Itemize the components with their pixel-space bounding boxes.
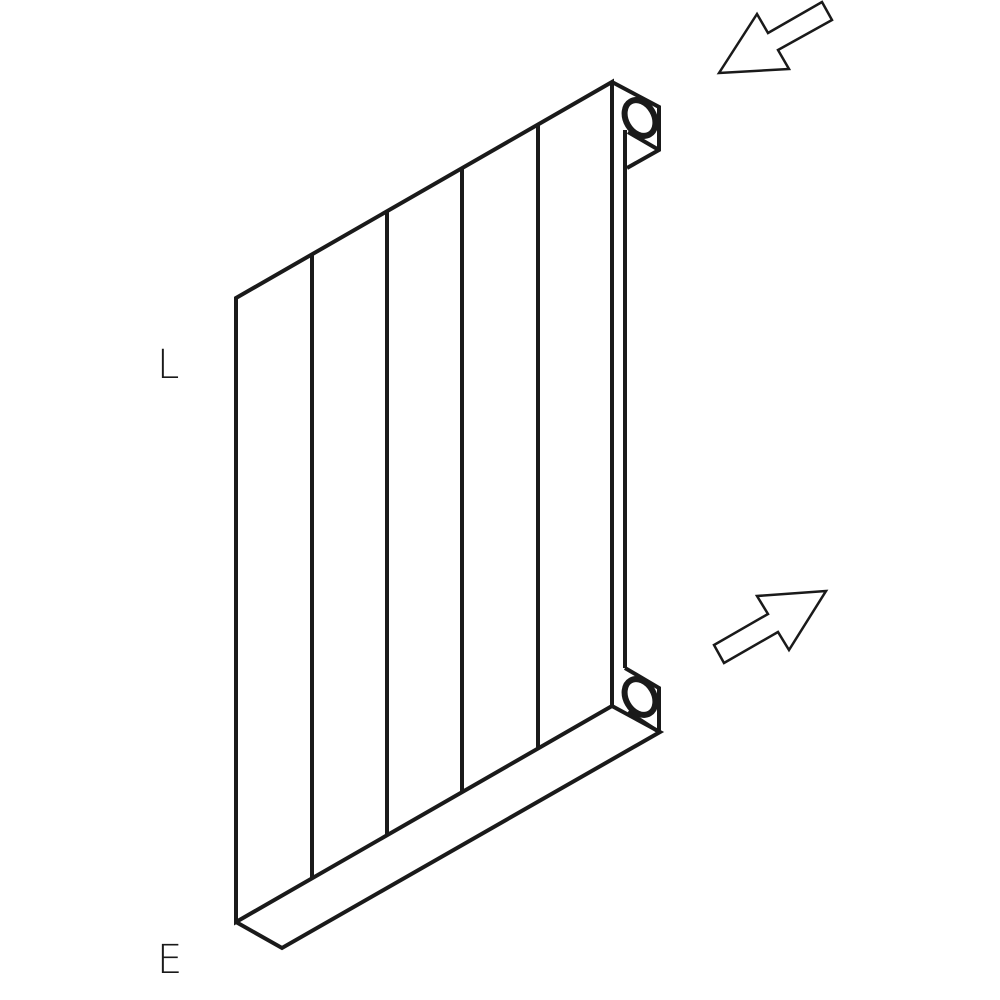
top-connector [611, 80, 661, 170]
bottom-pipe-icon [621, 676, 659, 718]
front-face [234, 78, 614, 926]
outflow-arrow-icon [712, 589, 829, 665]
bottom-depth [235, 704, 665, 951]
bottom-connector [623, 666, 661, 732]
inflow-arrow-icon [716, 0, 834, 75]
section-dividers [310, 125, 540, 878]
top-pipe-icon [621, 97, 659, 139]
label-bottom: E [157, 937, 183, 983]
connector-diagonal [626, 710, 661, 734]
label-top: L [157, 342, 180, 388]
